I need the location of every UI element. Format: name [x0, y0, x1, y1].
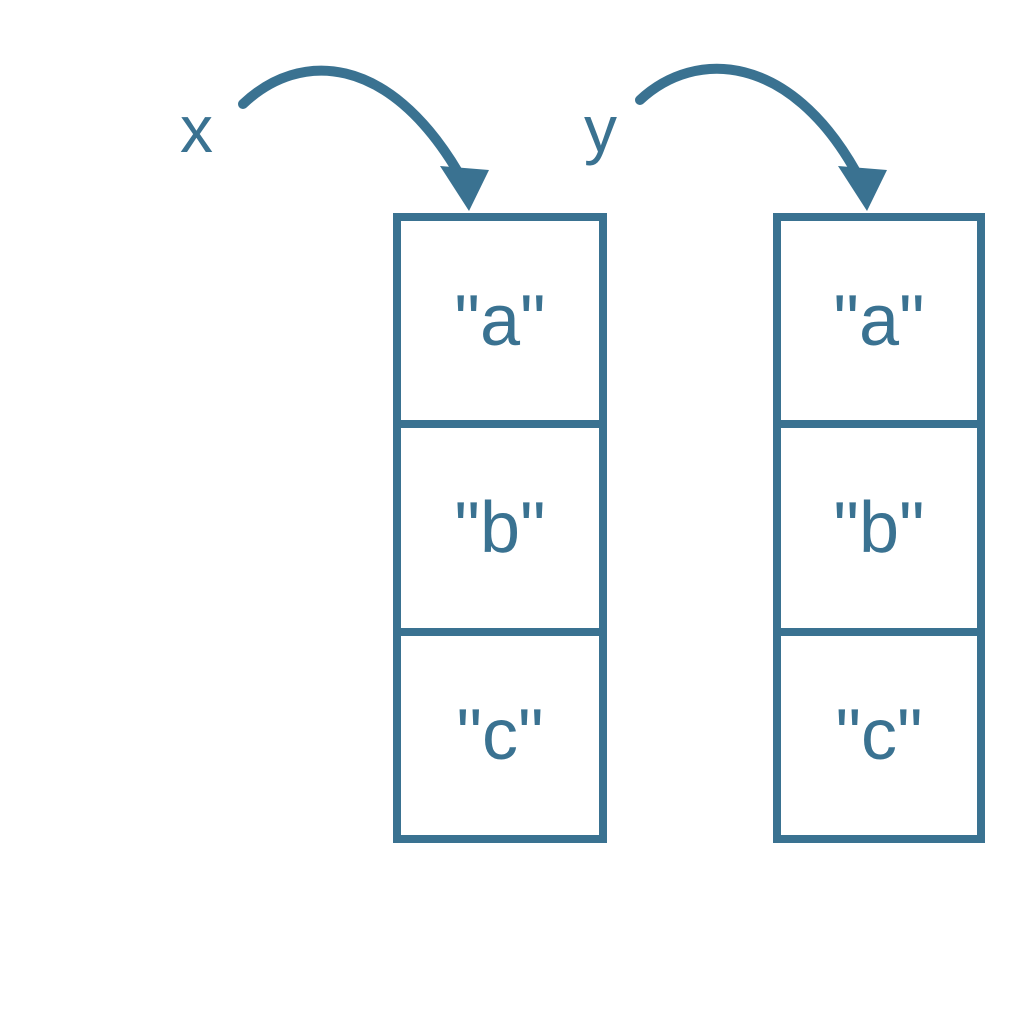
variable-label-y: y: [584, 92, 617, 166]
list-x-cell-1: "b": [401, 420, 599, 627]
variable-label-x: x: [180, 92, 213, 166]
list-y-cell-1: "b": [781, 420, 977, 627]
list-y: "a" "b" "c": [773, 213, 985, 843]
list-x: "a" "b" "c": [393, 213, 607, 843]
y-pointer-arrowhead-icon: [838, 166, 887, 211]
list-x-cell-2: "c": [401, 627, 599, 835]
list-x-cell-0: "a": [454, 280, 546, 361]
list-y-cell-2: "c": [781, 627, 977, 835]
y-pointer-arrow: [635, 63, 861, 177]
list-y-cell-0: "a": [833, 280, 925, 361]
x-pointer-arrowhead-icon: [440, 166, 489, 211]
x-pointer-arrow: [238, 65, 463, 177]
